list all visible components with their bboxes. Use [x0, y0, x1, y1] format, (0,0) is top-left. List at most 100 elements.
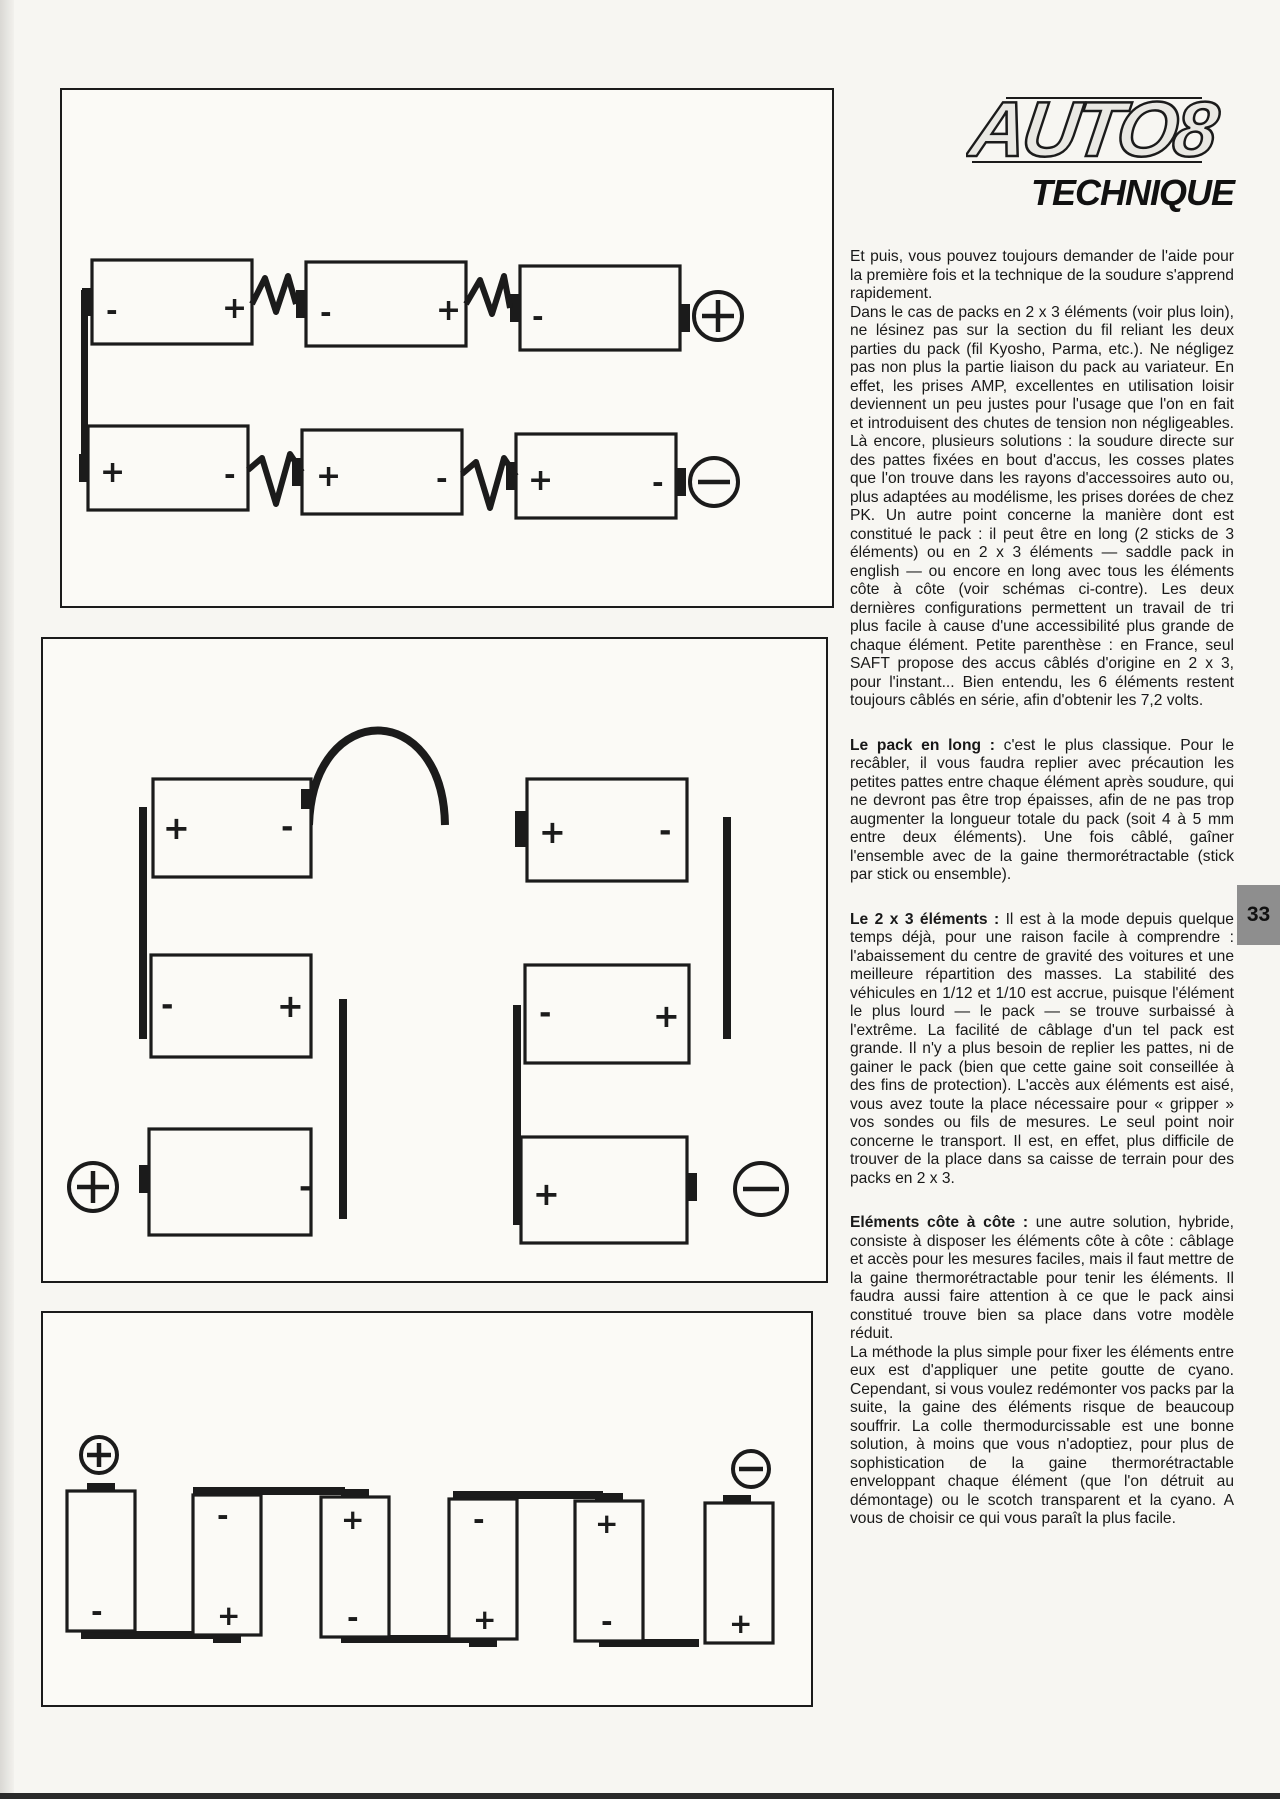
top-cell-3-positive-terminal [680, 304, 690, 332]
top-cell-1-terminal [82, 288, 92, 316]
bottom-strap-2 [341, 1635, 491, 1643]
sign: + [163, 809, 190, 847]
sign: + [316, 459, 341, 494]
bottom-cell-2-terminal [292, 458, 302, 486]
cell-5 [573, 1499, 645, 1643]
diagram-side-by-side-pack: - + - + - + - + - + [41, 1311, 813, 1707]
sign: - [532, 300, 544, 333]
auto8-logo: AUTO8 [966, 92, 1226, 174]
right-cell-3 [519, 1135, 689, 1245]
paragraph: Le 2 x 3 éléments : Il est à la mode dep… [850, 911, 1234, 1189]
negative-pole-icon [731, 1449, 771, 1489]
positive-pole-icon [692, 290, 744, 342]
page-number: 33 [1237, 885, 1280, 945]
sign: - [601, 1605, 613, 1638]
cell-6-terminal [723, 1495, 751, 1503]
sign: + [539, 813, 566, 851]
sign: + [729, 1607, 752, 1640]
sign: - [659, 814, 671, 849]
positive-pole-icon [67, 1161, 119, 1213]
top-cell-3 [518, 264, 682, 352]
cell-3 [319, 1495, 391, 1639]
sign: + [595, 1507, 618, 1540]
paragraph: Et puis, vous pouvez toujours demander d… [850, 248, 1234, 302]
section-body: une autre solution, hybride, consiste à … [850, 1214, 1235, 1342]
sign: - [473, 1503, 485, 1536]
article-text: Et puis, vous pouvez toujours demander d… [850, 248, 1234, 1529]
sign: - [320, 296, 332, 329]
sign: + [277, 987, 304, 1025]
section-heading: Le pack en long : [850, 736, 995, 754]
diagram-long-pack: - + - + - + - + - + - [60, 88, 834, 608]
right-vertical-bar-1 [723, 817, 731, 1039]
sign: + [341, 1503, 364, 1536]
arc-connector-wire [305, 726, 449, 826]
left-cell-3 [147, 1127, 313, 1237]
left-cell-2 [149, 953, 313, 1059]
right-cell-2 [523, 963, 691, 1065]
sign: - [224, 458, 236, 491]
right-vertical-bar-2 [513, 1005, 521, 1225]
top-cell-2-terminal [296, 290, 306, 318]
page-binding-edge [0, 0, 14, 1799]
bottom-wire-1 [246, 451, 305, 507]
diagram-long-pack-svg: - + - + - + - + - + - [79, 258, 744, 520]
negative-pole-icon [688, 456, 740, 508]
sign: - [539, 996, 551, 1031]
negative-pole-icon [733, 1161, 789, 1217]
sign: + [473, 1603, 496, 1636]
right-cell-1-terminal [515, 811, 527, 847]
sign: - [217, 1499, 229, 1532]
top-wire-2 [463, 273, 513, 317]
right-cell-1 [525, 777, 689, 883]
cell-4 [447, 1497, 519, 1641]
left-cell-3-terminal [139, 1165, 149, 1193]
paragraph: Eléments côte à côte : une autre solutio… [850, 1214, 1234, 1344]
right-cell-3-terminal [687, 1173, 697, 1201]
positive-pole-icon [79, 1435, 119, 1475]
sign: - [91, 1595, 103, 1628]
cell-2-terminal [213, 1635, 241, 1643]
sign: - [347, 1601, 359, 1634]
sign: + [436, 293, 461, 328]
left-cell-1 [151, 777, 313, 879]
cell-5-terminal [595, 1493, 623, 1501]
top-wire-1 [249, 273, 299, 315]
diagram-saddle-pack: + - - + - + - - + + [41, 637, 828, 1283]
top-cell-2 [304, 260, 468, 348]
left-connector-bar [81, 290, 88, 480]
cell-1 [65, 1489, 137, 1633]
cell-6 [703, 1501, 775, 1645]
cell-1-terminal [87, 1483, 115, 1491]
paragraph: Dans le cas de packs en 2 x 3 éléments (… [850, 303, 1234, 710]
sign: - [281, 810, 293, 845]
sign: - [106, 294, 118, 327]
section-body: Il est à la mode depuis quelque temps dé… [850, 910, 1234, 1187]
paragraph: Le pack en long : c'est le plus classiqu… [850, 737, 1234, 885]
logo-wordmark: AUTO8 [966, 92, 1224, 173]
sign: + [653, 997, 680, 1035]
section-heading: Eléments côte à côte : [850, 1214, 1029, 1231]
diagram-side-by-side-svg: - + - + - + - + - + [65, 1435, 775, 1647]
top-cell-1 [90, 258, 254, 346]
sign: - [161, 988, 173, 1023]
left-vertical-bar-1 [139, 807, 147, 1039]
sign: - [436, 462, 448, 495]
bottom-strap-3 [599, 1639, 699, 1647]
top-strap-1 [193, 1487, 345, 1495]
bottom-cell-1-terminal [79, 454, 89, 482]
diagram-saddle-pack-svg: + - - + - + - - + + [67, 726, 789, 1245]
sign: + [100, 455, 125, 490]
section-heading: Le 2 x 3 éléments : [850, 910, 1000, 928]
section-label: TECHNIQUE [1030, 172, 1235, 213]
sign: + [528, 463, 553, 498]
sign: + [222, 291, 247, 326]
left-vertical-bar-2 [339, 999, 347, 1219]
section-body: c'est le plus classique. Pour le recâble… [850, 736, 1235, 884]
left-cell-1-terminal [301, 789, 311, 809]
sign: - [299, 1170, 311, 1205]
bottom-strap-1 [81, 1631, 231, 1639]
sign: - [652, 466, 664, 499]
cell-4-terminal [469, 1639, 497, 1647]
paragraph: La méthode la plus simple pour fixer les… [850, 1343, 1234, 1528]
